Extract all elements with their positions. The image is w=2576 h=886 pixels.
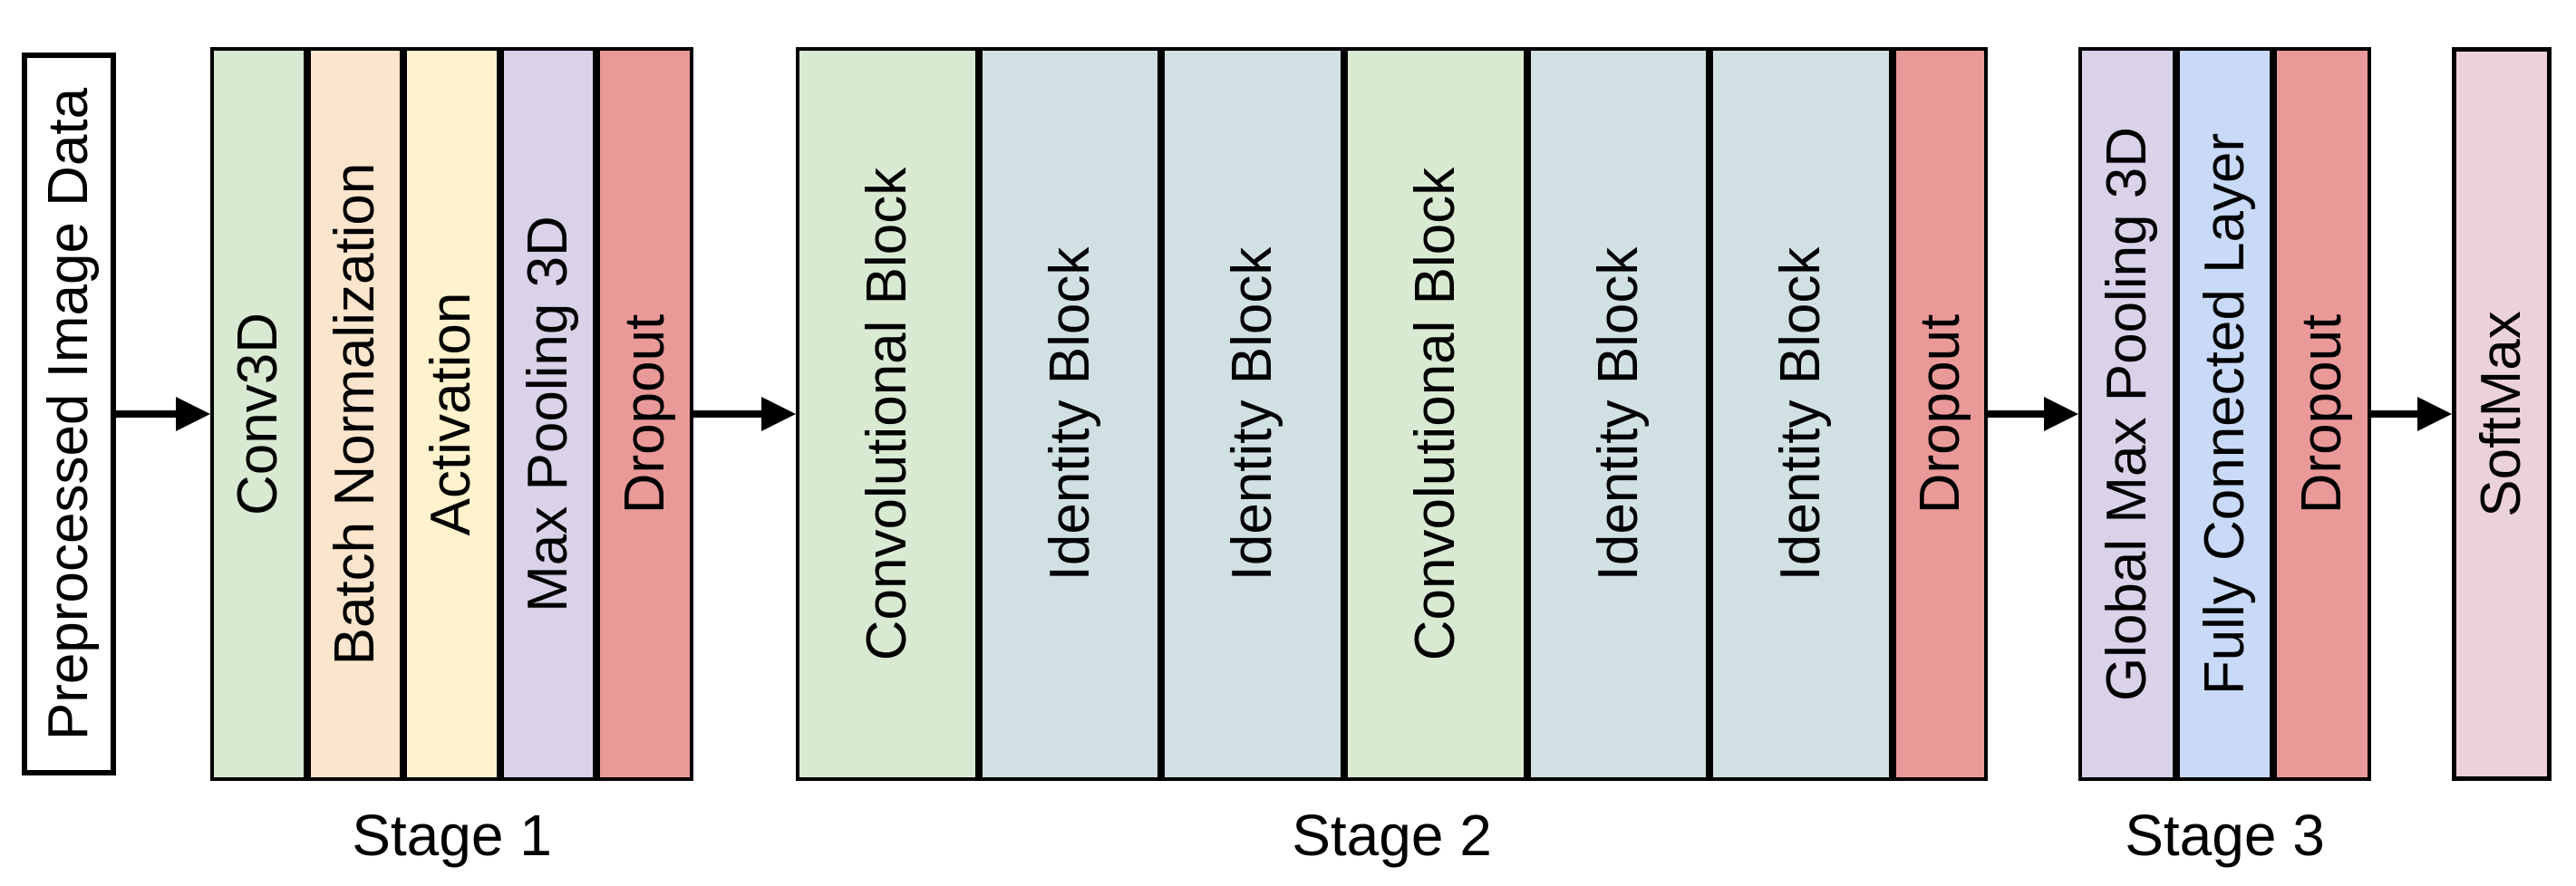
input-data-label: Preprocessed Image Data: [37, 87, 100, 741]
block-label: Identity Block: [1586, 246, 1650, 582]
input-data-box: Preprocessed Image Data: [22, 53, 116, 775]
block-label: Dropout: [1908, 313, 1971, 515]
stage2-block-identity-3: Identity Block: [1526, 47, 1710, 781]
stage1-caption: Stage 1: [352, 803, 552, 868]
block-label: Activation: [420, 292, 483, 536]
stage3-block-global-max-pooling-3d: Global Max Pooling 3D: [2078, 47, 2176, 781]
flow-arrow-2: [693, 394, 796, 434]
stage3-caption: Stage 3: [2125, 803, 2325, 868]
block-label: Identity Block: [1769, 246, 1833, 582]
block-label: Convolutional Block: [855, 167, 918, 661]
block-label: Batch Normalization: [323, 162, 386, 666]
flow-arrow-3: [1988, 394, 2078, 434]
arrow-right-icon: [693, 397, 796, 431]
block-label: Dropout: [2290, 313, 2354, 515]
stage2-caption: Stage 2: [1292, 803, 1492, 868]
stage1-block-conv3d: Conv3D: [210, 47, 307, 781]
stage3-block-fully-connected-layer: Fully Connected Layer: [2175, 47, 2274, 781]
stage1-block-dropout: Dropout: [596, 47, 693, 781]
block-label: Conv3D: [227, 313, 290, 515]
arrow-right-icon: [2371, 397, 2452, 431]
block-label: Identity Block: [1038, 246, 1101, 582]
output-softmax-box: SoftMax: [2452, 47, 2552, 781]
stage2-block-dropout: Dropout: [1893, 47, 1988, 781]
arrow-right-icon: [114, 397, 210, 431]
stage1-block-max-pooling-3d: Max Pooling 3D: [499, 47, 597, 781]
arrow-right-icon: [1988, 397, 2078, 431]
stage2-block-convolutional-2: Convolutional Block: [1344, 47, 1527, 781]
stage2-block-identity-1: Identity Block: [978, 47, 1162, 781]
stage3-group: Global Max Pooling 3D Fully Connected La…: [2078, 47, 2372, 781]
flow-arrow-4: [2371, 394, 2452, 434]
stage1-block-batch-normalization: Batch Normalization: [306, 47, 404, 781]
stage2-group: Convolutional Block Identity Block Ident…: [796, 47, 1988, 781]
block-label: Global Max Pooling 3D: [2095, 126, 2158, 702]
block-label: Dropout: [613, 313, 676, 515]
flow-arrow-1: [114, 394, 210, 434]
block-label: Identity Block: [1221, 246, 1284, 582]
stage1-block-activation: Activation: [403, 47, 500, 781]
block-label: Fully Connected Layer: [2193, 132, 2256, 696]
stage1-group: Conv3D Batch Normalization Activation Ma…: [210, 47, 693, 781]
stage2-block-identity-4: Identity Block: [1709, 47, 1893, 781]
block-label: Max Pooling 3D: [517, 216, 580, 612]
stage2-block-convolutional-1: Convolutional Block: [796, 47, 979, 781]
output-softmax-label: SoftMax: [2470, 311, 2532, 517]
stage3-block-dropout: Dropout: [2273, 47, 2372, 781]
stage2-block-identity-2: Identity Block: [1161, 47, 1345, 781]
block-label: Convolutional Block: [1403, 167, 1467, 661]
